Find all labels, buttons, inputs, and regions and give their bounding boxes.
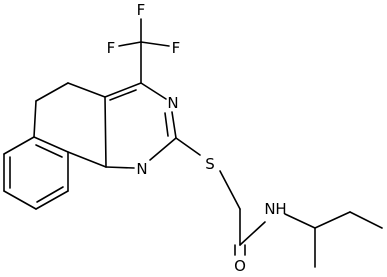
bond-c5-c6: [35, 82, 69, 102]
bond-ch-ch2: [314, 211, 351, 229]
bond-c10b-c4a: [104, 96, 107, 168]
atom-label-h-amide: H: [275, 200, 286, 218]
bond-c6a-c7: [3, 136, 35, 155]
atom-label-n-ring-upper: N: [167, 94, 178, 112]
bond-ch2-ch3: [349, 211, 383, 229]
bond-nh-ch: [284, 213, 316, 229]
atom-label-f-right: F: [172, 39, 181, 57]
atom-label-f-left: F: [107, 39, 116, 57]
bond-c9-c10-double: [36, 186, 64, 203]
bond-c10a-c6a: [33, 136, 69, 153]
bond-cf3-f-right: [140, 41, 170, 47]
atom-label-n-ring-lower: N: [136, 160, 147, 178]
atom-label-layer: F F F N N S N H O: [107, 1, 287, 275]
bond-s-ch2: [219, 170, 241, 210]
bond-c4-n3: [140, 82, 167, 100]
bond-c10a-c6a-double: [35, 144, 63, 158]
bond-c6-c6a: [33, 100, 37, 138]
bond-layer: [3, 18, 383, 268]
bond-n1-c10b: [105, 166, 135, 169]
bond-n3-c2: [171, 111, 177, 139]
bond-c8-c9: [3, 190, 37, 210]
bond-c4a-c5: [67, 82, 106, 98]
bond-c4-c4a-double: [109, 89, 137, 101]
bond-c4-c4a: [104, 82, 142, 98]
atom-label-n-amide: N: [264, 200, 275, 218]
bond-c9-c10: [35, 190, 69, 210]
atom-label-o-carbonyl: O: [234, 257, 246, 275]
bond-c10a-c10b: [67, 151, 107, 168]
atom-label-s-thioether: S: [205, 155, 215, 173]
bond-c2-n1: [149, 137, 177, 161]
bond-c2-s: [175, 137, 201, 156]
bond-co-nh: [239, 221, 266, 246]
bond-n3-c2-double: [164, 112, 169, 137]
bond-cf3-f-left: [118, 41, 142, 47]
atom-label-f-top: F: [137, 1, 146, 19]
